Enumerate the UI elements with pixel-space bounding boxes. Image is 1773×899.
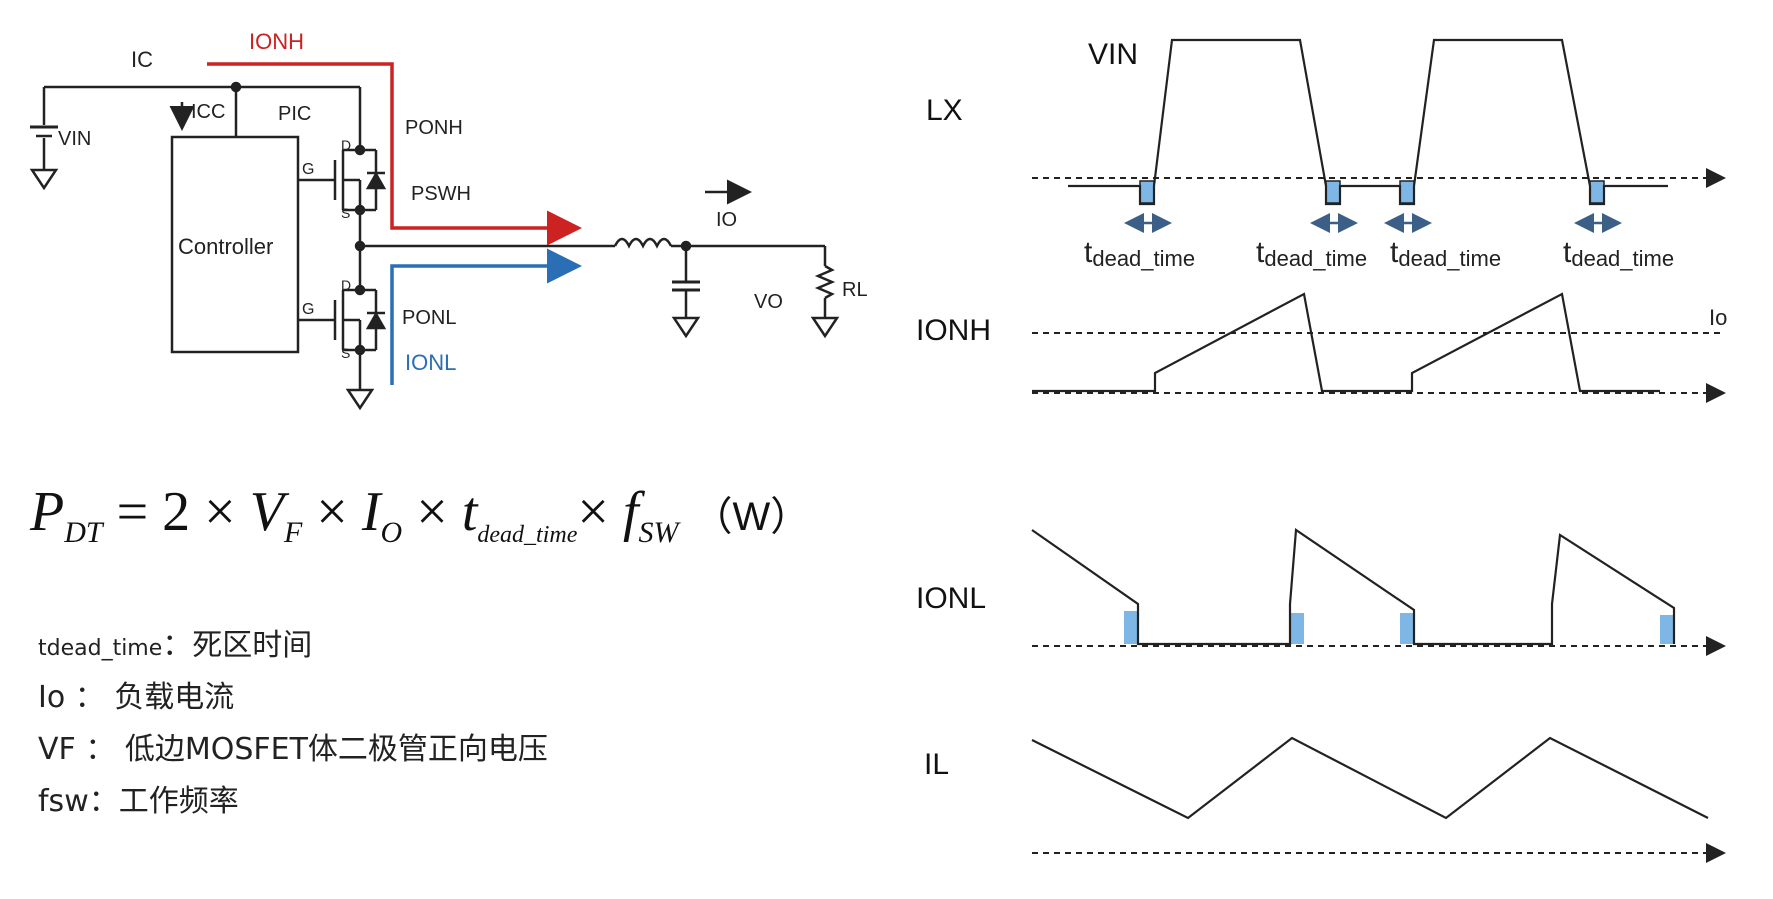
legend-symbol: VF [38, 732, 76, 767]
legend-symbol: tdead_time [38, 636, 163, 661]
formula-i-sub: O [380, 516, 403, 549]
ls-gate-label: G [302, 301, 314, 318]
formula-t: t [461, 481, 478, 543]
legend-item: VF ： 低边MOSFET体二极管正向电压 [38, 724, 548, 768]
hs-drain-label: D [341, 137, 351, 153]
formula-p: P [30, 481, 65, 543]
ionl-wave-label: IONL [916, 582, 986, 615]
ionh-current-path [207, 62, 582, 246]
dead-time-fill [1124, 611, 1138, 644]
icc-label: ICC [191, 101, 225, 123]
vin-wave-label: VIN [1088, 38, 1138, 71]
dead-time-fill [1589, 180, 1605, 204]
dead-time-fill [1139, 180, 1155, 204]
controller-label: Controller [178, 234, 273, 259]
formula-eq: = 2 × [102, 481, 250, 543]
io-label: IO [716, 209, 737, 231]
ionl-waveform [1031, 528, 1676, 646]
formula-v: V [249, 481, 284, 543]
formula-i: I [361, 481, 381, 543]
legend-sep: ： [162, 628, 193, 663]
dead-time-fill [1290, 613, 1304, 644]
vin-source-label: VIN [58, 128, 91, 150]
ic-label: IC [131, 47, 153, 72]
ionl-label: IONL [405, 350, 456, 375]
vo-label: VO [754, 291, 783, 313]
dead-time-fill [1660, 615, 1674, 644]
legend-desc: 工作频率 [118, 784, 239, 819]
dead-time-label: tdead_time [1084, 236, 1195, 271]
ls-source-label: S [341, 345, 350, 361]
legend-item: fsw：工作频率 [38, 776, 239, 820]
controller-block [170, 135, 300, 354]
formula-f-sub: SW [638, 516, 679, 549]
il-waveform [1031, 736, 1709, 820]
ls-drain-label: D [341, 277, 351, 293]
ionh-label: IONH [249, 29, 304, 54]
formula-times: × [577, 481, 623, 543]
formula-times: × [402, 481, 462, 543]
legend-desc: 死区时间 [192, 628, 313, 663]
il-label: IL [924, 748, 949, 781]
legend-item: Io ： 负载电流 [38, 672, 234, 716]
dead-time-fill [1399, 180, 1415, 204]
legend-desc: 低边MOSFET体二极管正向电压 [124, 732, 548, 767]
formula-f: f [622, 481, 639, 543]
lx-waveform [1068, 38, 1668, 206]
legend-sep: ： [75, 732, 125, 767]
ponl-label: PONL [402, 307, 456, 329]
legend-symbol: Io [38, 680, 66, 715]
ponh-label: PONH [405, 117, 463, 139]
buck-circuit [29, 81, 840, 411]
dead-time-label: tdead_time [1563, 236, 1674, 271]
formula-times: × [302, 481, 362, 543]
ionh-waveform [1032, 292, 1660, 393]
hs-gate-label: G [302, 161, 314, 178]
legend-desc: 负载电流 [114, 680, 235, 715]
formula-v-sub: F [283, 516, 303, 549]
formula-t-sub: dead_time [477, 522, 578, 548]
pswh-label: PSWH [411, 183, 471, 205]
dead-time-fill [1325, 180, 1341, 204]
lx-label: LX [926, 94, 963, 127]
legend-sep: ： [88, 784, 119, 819]
ionl-current-path [390, 248, 582, 385]
formula-unit: （W） [692, 495, 811, 539]
ionh-wave-label: IONH [916, 314, 991, 347]
dead-time-label: tdead_time [1390, 236, 1501, 271]
dead-time-loss-formula: PDT = 2 × VF × IO × tdead_time× fSW（W） [30, 480, 810, 550]
rl-label: RL [842, 279, 868, 301]
legend-sep: ： [65, 680, 115, 715]
dead-time-label: tdead_time [1256, 236, 1367, 271]
io-ref-label: Io [1709, 305, 1727, 330]
hs-source-label: S [341, 205, 350, 221]
formula-p-sub: DT [64, 516, 103, 549]
legend-symbol: fsw [38, 784, 89, 819]
legend-item: tdead_time：死区时间 [38, 620, 312, 664]
dead-time-fill [1400, 613, 1414, 644]
pic-label: PIC [278, 103, 311, 125]
